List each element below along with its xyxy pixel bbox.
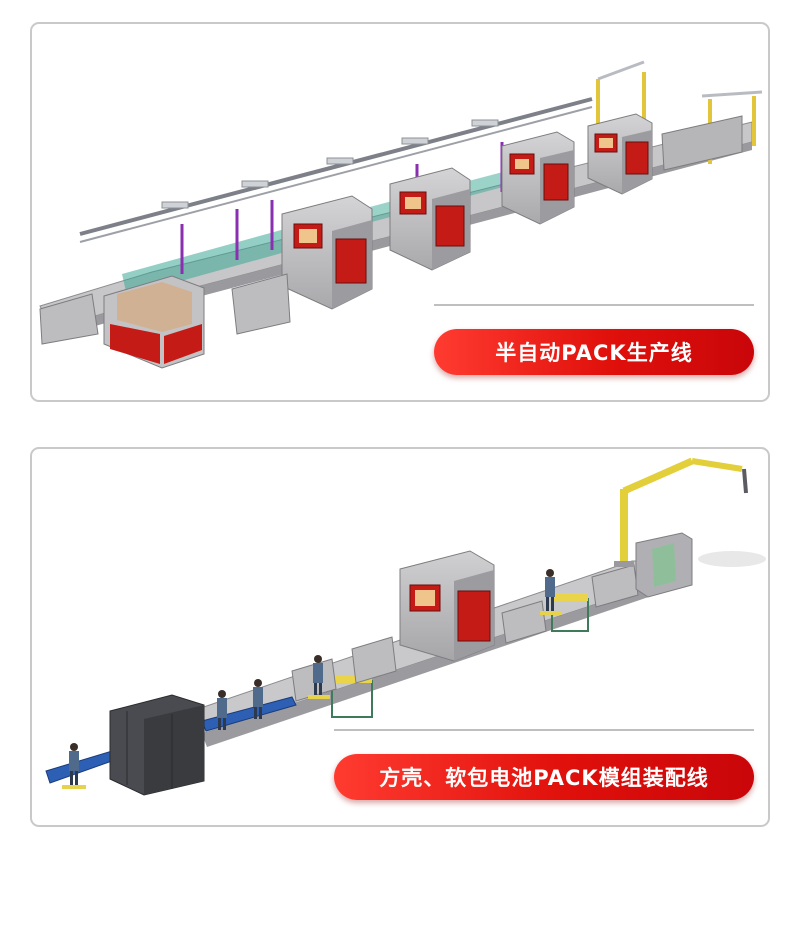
automatic-station-3: [501, 131, 575, 225]
production-line-card-2: 方壳、软包电池PACK模组装配线: [30, 447, 770, 827]
semi-auto-pack-line-illustration: [39, 60, 763, 369]
caption-divider: [334, 729, 754, 731]
automatic-cabinet-station: [399, 550, 495, 662]
automatic-station-1: [281, 195, 373, 310]
loading-station: [103, 275, 205, 369]
dark-enclosure-station: [109, 694, 205, 796]
caption-badge: 方壳、软包电池PACK模组装配线: [334, 754, 754, 800]
production-line-card-1: 半自动PACK生产线: [30, 22, 770, 402]
caption-divider: [434, 304, 754, 306]
operator-figures: [62, 569, 562, 789]
pack-module-assembly-line-illustration: [45, 457, 766, 796]
automatic-station-4: [587, 113, 653, 195]
yellow-robot-arm: [614, 457, 748, 567]
automatic-station-2: [389, 167, 471, 271]
caption-badge: 半自动PACK生产线: [434, 329, 754, 375]
